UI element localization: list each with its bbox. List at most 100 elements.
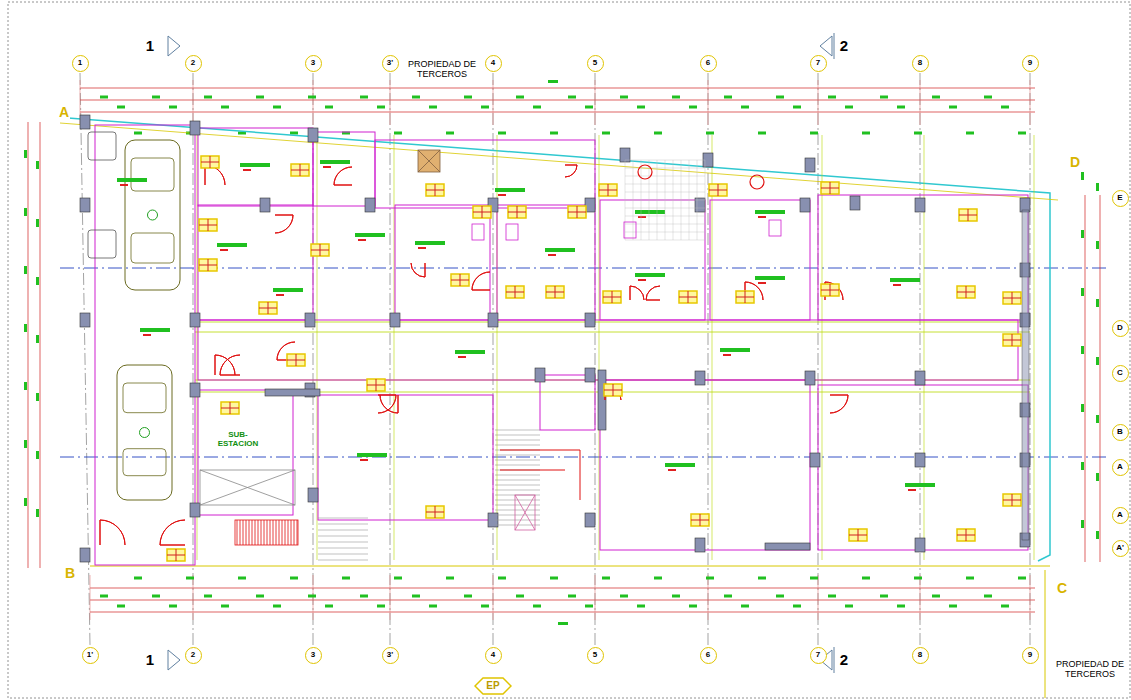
dimension-text [377,605,385,608]
stair-hatch [279,520,280,545]
light-fixture [199,219,217,231]
light-fixture [959,209,977,221]
door-leaf [334,184,352,186]
dimension-tick [818,80,819,125]
dimension-tick [920,80,921,125]
dimension-line [80,88,1035,89]
door-swing [646,286,660,300]
room-tag [357,453,387,457]
grid-bubble: 3 [305,55,322,72]
dimension-tick [390,80,391,125]
room-tag [755,210,785,214]
stair-step [495,430,540,431]
stair-hatch [297,520,298,545]
room-tag [355,233,385,237]
light-fixture [199,259,217,271]
dimension-text [446,132,454,135]
stair-hatch [240,520,241,545]
light-fixture-mark [821,290,839,291]
shaft-cross [515,495,535,530]
column [190,121,200,135]
section-number: 1 [145,652,155,669]
light-fixture-mark [367,385,385,386]
grid-bubble: D [1112,320,1129,337]
light-fixture-mark [603,297,621,298]
dimension-text [550,577,558,580]
light-fixture-mark [199,265,217,266]
dimension-text [256,595,264,598]
stair-hatch [261,520,262,545]
car-windshield [131,158,174,191]
grid-label: A [1117,463,1123,471]
column [850,196,860,210]
stair-step [318,530,368,531]
tile-line [625,160,705,161]
dimension-text [548,80,558,83]
dimension-tick [493,575,494,620]
grid-bubble: 3' [382,55,399,72]
room-tag-mark [723,354,731,356]
room-tag [117,178,147,182]
tile-line [625,184,705,185]
grid-label: 3' [387,651,393,659]
skylight [418,150,440,172]
light-fixture-mark [679,297,697,298]
door-swing [630,286,644,300]
dimension-text [793,106,801,109]
column [488,313,498,327]
car-body [125,140,180,290]
dimension-line [80,112,1035,113]
room-tag-mark [220,249,228,251]
dimension-text [1001,106,1009,109]
dimension-text [533,605,541,608]
section-marker-bar [834,33,835,59]
grid-label: 4 [491,59,495,67]
dimension-tick [193,80,194,125]
room-wall [198,128,313,206]
room-tag-mark [120,184,128,186]
dimension-text [585,605,593,608]
parking-bay [88,132,116,160]
room-tag-mark [548,254,556,256]
wall-segment [1022,210,1029,540]
grid-label: 7 [816,651,820,659]
door-swing [378,395,396,413]
column [308,128,318,142]
room-wall [198,390,293,515]
dimension-text [516,595,524,598]
entry-shape [475,678,511,694]
dimension-text [1018,577,1026,580]
dimension-line [40,122,41,568]
column [805,158,815,172]
light-fixture [709,184,727,196]
room-tag [905,483,935,487]
dimension-text [637,605,645,608]
light-fixture-mark [568,212,586,213]
room-tag [665,463,695,467]
stair-hatch [237,520,238,545]
grid-bubble: C [1112,365,1129,382]
beam-line [197,135,198,560]
neighbour-note: PROPIEDAD DE TERCEROS [1053,660,1127,680]
beam-line [599,135,600,560]
column [585,368,595,382]
dimension-text [36,393,39,401]
section-marker [168,650,180,670]
dimension-text [24,208,27,216]
dimension-text [776,595,784,598]
dimension-text [1096,473,1099,481]
wall-segment [765,543,810,550]
light-fixture [546,286,564,298]
grid-axis [493,73,494,645]
room-tag [635,273,665,277]
stair-step [318,542,368,543]
stair-step [495,515,540,516]
door-swing [100,520,125,545]
light-fixture-mark [167,555,185,556]
dimension-text [620,595,628,598]
column [80,198,90,212]
room-tag-mark [360,459,368,461]
dimension-text [828,96,836,99]
dimension-tick [1030,80,1031,125]
